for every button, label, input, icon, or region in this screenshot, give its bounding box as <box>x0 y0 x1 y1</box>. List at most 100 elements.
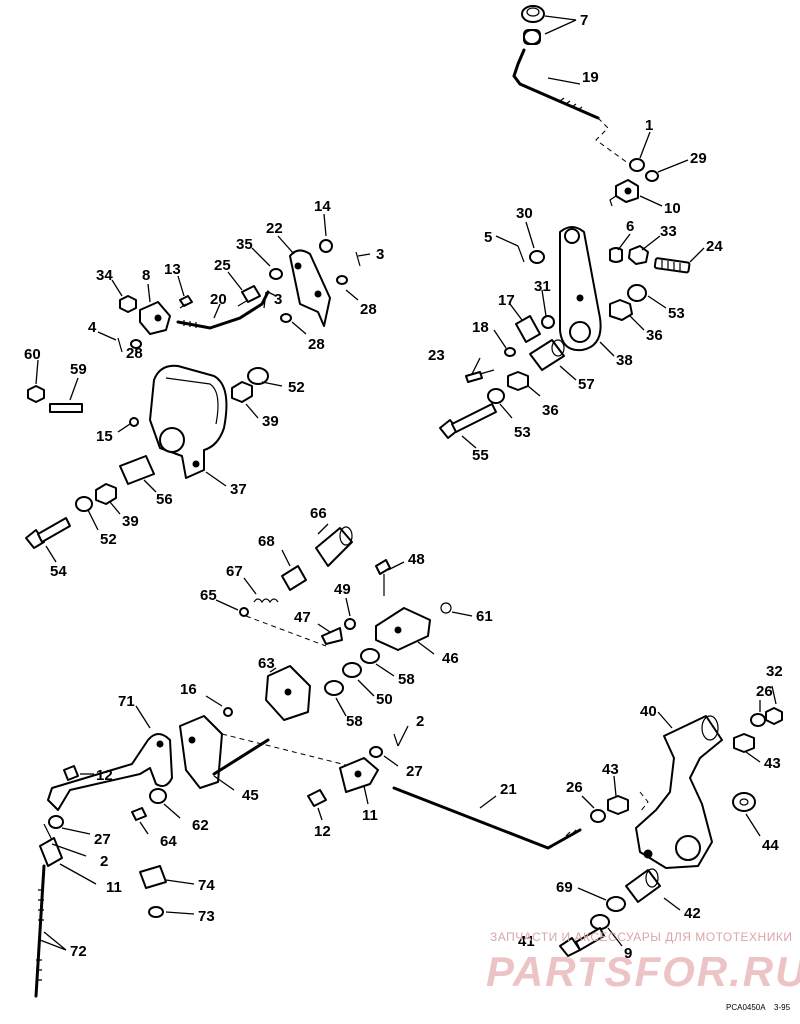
part-5-part-30-pin-washer <box>517 245 545 264</box>
part-14-part-35-part-28-washers <box>263 239 361 323</box>
callout-28b: 28 <box>308 336 325 353</box>
part-34-part-4-part-28 <box>117 295 142 353</box>
callout-35: 35 <box>236 236 253 253</box>
callout-66: 66 <box>310 505 327 522</box>
callout-15: 15 <box>96 428 113 445</box>
callout-46: 46 <box>442 650 459 667</box>
callout-12: 12 <box>96 767 113 784</box>
callout-12b: 12 <box>314 823 331 840</box>
callout-29: 29 <box>690 150 707 167</box>
figure-date: 3-95 <box>774 1003 791 1012</box>
callout-24: 24 <box>706 238 723 255</box>
callout-53b: 53 <box>514 424 531 441</box>
callout-39b: 39 <box>122 513 139 530</box>
part-48-screw <box>375 559 391 596</box>
callout-67: 67 <box>226 563 243 580</box>
callout-1: 1 <box>645 117 653 134</box>
part-6-part-33-part-24 <box>609 245 691 274</box>
part-36-part-53-nut-washer-lower <box>487 371 529 404</box>
callout-39: 39 <box>262 413 279 430</box>
callout-53: 53 <box>668 305 685 322</box>
callout-33: 33 <box>660 223 677 240</box>
part-23-screw <box>465 369 495 383</box>
callout-20: 20 <box>210 291 227 308</box>
callout-68: 68 <box>258 533 275 550</box>
callout-49: 49 <box>334 581 351 598</box>
callout-63: 63 <box>258 655 275 672</box>
callout-23: 23 <box>428 347 445 364</box>
callout-73: 73 <box>198 908 215 925</box>
callout-58: 58 <box>398 671 415 688</box>
part-60-part-59-nut-bolt <box>27 385 83 413</box>
callout-10: 10 <box>664 200 681 217</box>
callout-72: 72 <box>70 943 87 960</box>
callout-27b: 27 <box>406 763 423 780</box>
callout-52: 52 <box>288 379 305 396</box>
part-74-part-73-fittings <box>139 865 167 918</box>
part-16-ball <box>223 707 233 717</box>
callout-61: 61 <box>476 608 493 625</box>
part-8-clamp <box>139 301 171 335</box>
part-44-washer <box>732 792 756 812</box>
part-22-bracket <box>289 249 331 327</box>
callout-64: 64 <box>160 833 177 850</box>
part-63-bracket <box>265 665 311 721</box>
part-45-shift-lever <box>179 715 351 789</box>
callout-43: 43 <box>764 755 781 772</box>
part-66-part-68-part-67-part-65 <box>239 526 353 647</box>
callout-55: 55 <box>472 447 489 464</box>
callout-28c: 28 <box>126 345 143 362</box>
part-57-spacer <box>529 339 565 371</box>
callout-7: 7 <box>580 12 588 29</box>
callout-41: 41 <box>518 933 535 950</box>
part-19-link-rod <box>512 48 633 167</box>
callout-6: 6 <box>626 218 634 235</box>
callout-56: 56 <box>156 491 173 508</box>
callout-65: 65 <box>200 587 217 604</box>
callout-17: 17 <box>498 292 515 309</box>
callout-44: 44 <box>762 837 779 854</box>
callout-50: 50 <box>376 691 393 708</box>
callout-28: 28 <box>360 301 377 318</box>
callout-57: 57 <box>578 376 595 393</box>
watermark-logo: PARTSFOR.RU <box>486 948 800 995</box>
callout-36: 36 <box>646 327 663 344</box>
callout-3b: 3 <box>274 291 282 308</box>
callout-18: 18 <box>472 319 489 336</box>
callout-26: 26 <box>756 683 773 700</box>
callout-5: 5 <box>484 229 492 246</box>
part-53-part-36-washer-nut <box>609 284 647 321</box>
part-20-link-rod <box>176 290 270 330</box>
callout-11b: 11 <box>362 807 378 824</box>
callout-27: 27 <box>94 831 111 848</box>
callout-8: 8 <box>142 267 150 284</box>
part-38-throttle-lever <box>559 226 602 352</box>
part-17-part-31-part-18-bushings <box>504 315 555 357</box>
part-72-threaded-rod <box>34 864 46 998</box>
watermark-tagline: ЗАПЧАСТИ И АКСЕССУАРЫ ДЛЯ МОТОТЕХНИКИ <box>490 930 792 944</box>
callout-71: 71 <box>118 693 135 710</box>
callout-9: 9 <box>624 945 632 962</box>
part-1-part-29-bushings <box>629 158 659 182</box>
part-39-part-52-lower <box>75 483 117 512</box>
callout-11: 11 <box>106 879 122 896</box>
callout-59: 59 <box>70 361 87 378</box>
part-58-part-50-washers <box>324 648 380 696</box>
part-7-fittings <box>521 5 545 45</box>
part-37-control-lever <box>149 364 228 479</box>
part-55-bolt <box>439 403 497 439</box>
part-69-part-9-washers <box>590 896 626 930</box>
callout-labels: 7 19 1 29 10 30 5 6 33 24 31 17 53 18 36… <box>24 12 783 962</box>
leader-lines <box>35 15 777 951</box>
callout-52b: 52 <box>100 531 117 548</box>
part-10-ball-joint <box>609 179 639 207</box>
callout-60: 60 <box>24 346 41 363</box>
callout-19: 19 <box>582 69 599 86</box>
part-11-swivel-right <box>339 757 379 793</box>
part-41-bolt <box>559 927 605 957</box>
callout-2b: 2 <box>416 713 424 730</box>
callout-36b: 36 <box>542 402 559 419</box>
callout-26b: 26 <box>566 779 583 796</box>
part-39-part-52-nut-washer <box>231 367 269 403</box>
callout-42: 42 <box>684 905 701 922</box>
